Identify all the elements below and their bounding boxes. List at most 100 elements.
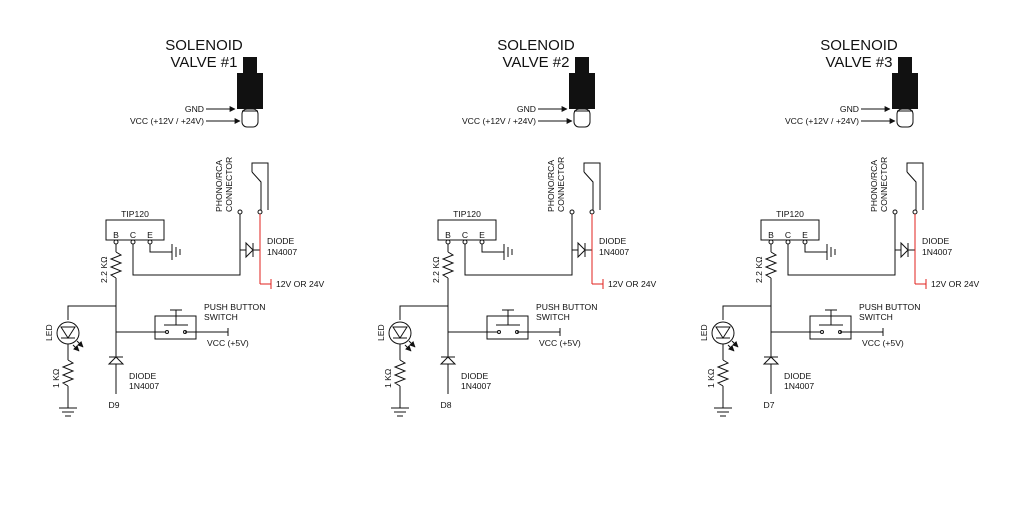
push-button-label-line2: SWITCH bbox=[859, 312, 893, 322]
flyback-diode-symbol bbox=[572, 241, 592, 259]
flyback-diode-symbol bbox=[240, 241, 260, 259]
valve-title-line2: VALVE #1 bbox=[171, 54, 238, 71]
pin-c-label: C bbox=[130, 230, 136, 240]
flyback-diode-label-line1: DIODE bbox=[267, 236, 294, 246]
transistor-label: TIP120 bbox=[776, 209, 804, 219]
led-label: LED bbox=[44, 324, 54, 341]
base-resistor-label: 2.2 KΩ bbox=[99, 256, 109, 283]
base-resistor-symbol bbox=[764, 251, 778, 279]
connector-label-line1: PHONO/RCA bbox=[869, 160, 879, 212]
lower-diode-symbol bbox=[439, 356, 457, 365]
led-label: LED bbox=[699, 324, 709, 341]
pin-e-label: E bbox=[479, 230, 485, 240]
led-symbol bbox=[388, 321, 416, 352]
lower-diode-label-line2: 1N4007 bbox=[784, 381, 814, 391]
flyback-diode-label-line2: 1N4007 bbox=[267, 247, 297, 257]
led-label: LED bbox=[376, 324, 386, 341]
vcc5-label: VCC (+5V) bbox=[539, 338, 581, 348]
connector-label-line1: PHONO/RCA bbox=[546, 160, 556, 212]
led-resistor-label: 1 KΩ bbox=[383, 368, 393, 388]
connector-label-line1: PHONO/RCA bbox=[214, 160, 224, 212]
pin-c-label: C bbox=[785, 230, 791, 240]
pin-e-label: E bbox=[802, 230, 808, 240]
base-resistor-symbol bbox=[109, 251, 123, 279]
valve-title-line2: VALVE #2 bbox=[503, 54, 570, 71]
ground-symbol-led bbox=[59, 407, 77, 417]
flyback-diode-label-line1: DIODE bbox=[922, 236, 949, 246]
lower-diode-label-line1: DIODE bbox=[129, 371, 156, 381]
vcc5-label: VCC (+5V) bbox=[862, 338, 904, 348]
lower-diode-label-line2: 1N4007 bbox=[129, 381, 159, 391]
gnd-label: GND bbox=[840, 104, 859, 114]
transistor-label: TIP120 bbox=[121, 209, 149, 219]
valve-title-line2: VALVE #3 bbox=[826, 54, 893, 71]
led-resistor-symbol bbox=[716, 359, 730, 387]
solenoid-valve-circuit: SOLENOID VALVE #2 GND VCC (+12V / +24V) … bbox=[376, 37, 657, 417]
led-resistor-symbol bbox=[393, 359, 407, 387]
diode-ref-label: D9 bbox=[109, 400, 120, 410]
vcc-label: VCC (+12V / +24V) bbox=[462, 116, 536, 126]
flyback-diode-label-line2: 1N4007 bbox=[922, 247, 952, 257]
tip120-transistor bbox=[437, 219, 497, 241]
connector-label-line2: CONNECTOR bbox=[556, 157, 566, 212]
pin-b-label: B bbox=[768, 230, 774, 240]
supply-label: 12V OR 24V bbox=[608, 279, 657, 289]
connector-label-line2: CONNECTOR bbox=[879, 157, 889, 212]
lower-diode-label-line1: DIODE bbox=[784, 371, 811, 381]
diode-ref-label: D8 bbox=[441, 400, 452, 410]
ground-symbol-emitter bbox=[171, 244, 181, 260]
valve-title-line1: SOLENOID bbox=[820, 37, 898, 54]
phono-connector-symbol bbox=[892, 162, 924, 222]
vcc-label: VCC (+12V / +24V) bbox=[130, 116, 204, 126]
ground-symbol-led bbox=[391, 407, 409, 417]
ground-symbol-emitter bbox=[826, 244, 836, 260]
solenoid-plug-icon bbox=[569, 57, 595, 128]
gnd-label: GND bbox=[185, 104, 204, 114]
connector-label-line2: CONNECTOR bbox=[224, 157, 234, 212]
pin-b-label: B bbox=[445, 230, 451, 240]
ground-symbol-led bbox=[714, 407, 732, 417]
flyback-diode-label-line1: DIODE bbox=[599, 236, 626, 246]
base-resistor-label: 2.2 KΩ bbox=[431, 256, 441, 283]
pin-e-label: E bbox=[147, 230, 153, 240]
led-resistor-symbol bbox=[61, 359, 75, 387]
valve-title-line1: SOLENOID bbox=[165, 37, 243, 54]
tip120-transistor bbox=[760, 219, 820, 241]
diode-ref-label: D7 bbox=[764, 400, 775, 410]
led-symbol bbox=[711, 321, 739, 352]
phono-connector-symbol bbox=[237, 162, 269, 222]
push-button-label-line2: SWITCH bbox=[204, 312, 238, 322]
base-resistor-symbol bbox=[441, 251, 455, 279]
push-button-label-line1: PUSH BUTTON bbox=[859, 302, 920, 312]
pin-c-label: C bbox=[462, 230, 468, 240]
led-resistor-label: 1 KΩ bbox=[51, 368, 61, 388]
solenoid-valve-circuit: SOLENOID VALVE #3 GND VCC (+12V / +24V) … bbox=[699, 37, 980, 417]
solenoid-plug-icon bbox=[237, 57, 263, 128]
base-resistor-label: 2.2 KΩ bbox=[754, 256, 764, 283]
ground-symbol-emitter bbox=[503, 244, 513, 260]
phono-connector-symbol bbox=[569, 162, 601, 222]
led-resistor-label: 1 KΩ bbox=[706, 368, 716, 388]
flyback-diode-label-line2: 1N4007 bbox=[599, 247, 629, 257]
tip120-transistor bbox=[105, 219, 165, 241]
solenoid-plug-icon bbox=[892, 57, 918, 128]
lower-diode-symbol bbox=[107, 356, 125, 365]
gnd-label: GND bbox=[517, 104, 536, 114]
solenoid-valve-circuit: SOLENOID VALVE #1 GND VCC (+12V / +24V) … bbox=[44, 37, 325, 417]
supply-label: 12V OR 24V bbox=[931, 279, 980, 289]
pin-b-label: B bbox=[113, 230, 119, 240]
vcc5-label: VCC (+5V) bbox=[207, 338, 249, 348]
lower-diode-symbol bbox=[762, 356, 780, 365]
vcc-label: VCC (+12V / +24V) bbox=[785, 116, 859, 126]
transistor-label: TIP120 bbox=[453, 209, 481, 219]
push-button-label-line2: SWITCH bbox=[536, 312, 570, 322]
push-button-label-line1: PUSH BUTTON bbox=[204, 302, 265, 312]
push-button-label-line1: PUSH BUTTON bbox=[536, 302, 597, 312]
flyback-diode-symbol bbox=[895, 241, 915, 259]
lower-diode-label-line1: DIODE bbox=[461, 371, 488, 381]
supply-label: 12V OR 24V bbox=[276, 279, 325, 289]
led-symbol bbox=[56, 321, 84, 352]
lower-diode-label-line2: 1N4007 bbox=[461, 381, 491, 391]
